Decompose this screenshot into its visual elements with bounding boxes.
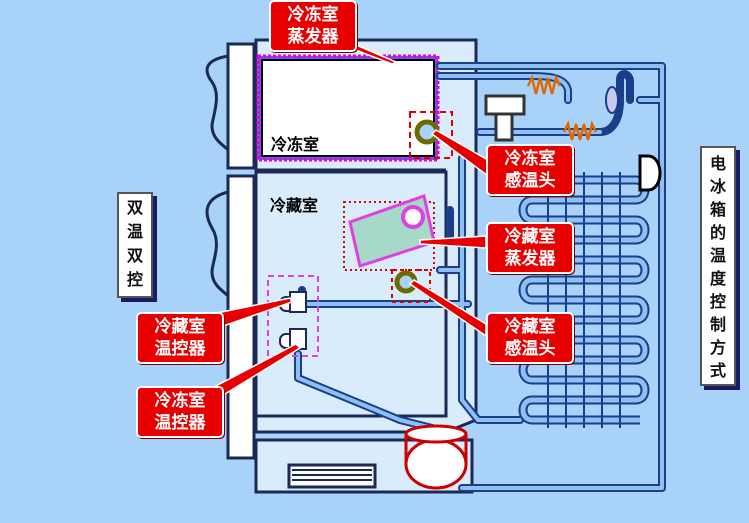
condenser-coil	[518, 172, 650, 428]
compressor-icon	[404, 424, 468, 490]
callout-fridge-sensor: 冷藏室 感温头	[486, 312, 574, 364]
freezer-door	[205, 42, 256, 170]
side-title-label: 电 冰 箱 的 温 度 控 制 方 式	[700, 146, 736, 386]
accumulator	[638, 154, 662, 192]
callout-freezer-sensor: 冷冻室 感温头	[486, 144, 574, 196]
callout-freezer-evaporator: 冷冻室 蒸发器	[269, 0, 357, 52]
dual-control-label: 双 温 双 控	[117, 192, 153, 298]
callout-fridge-evaporator: 冷藏室 蒸发器	[486, 222, 574, 274]
valve-icon	[484, 94, 526, 142]
fridge-room-label: 冷藏室	[270, 196, 319, 215]
callout-fridge-thermostat: 冷藏室 温控器	[136, 312, 224, 364]
freezer-evaporator	[256, 54, 440, 162]
callout-freezer-thermostat: 冷冻室 温控器	[136, 386, 224, 438]
fridge-evaporator	[343, 194, 436, 271]
drier-filter-icon	[605, 86, 619, 114]
capillary-coil-icon	[526, 74, 598, 141]
freezer-room-label: 冷冻室	[271, 135, 320, 154]
